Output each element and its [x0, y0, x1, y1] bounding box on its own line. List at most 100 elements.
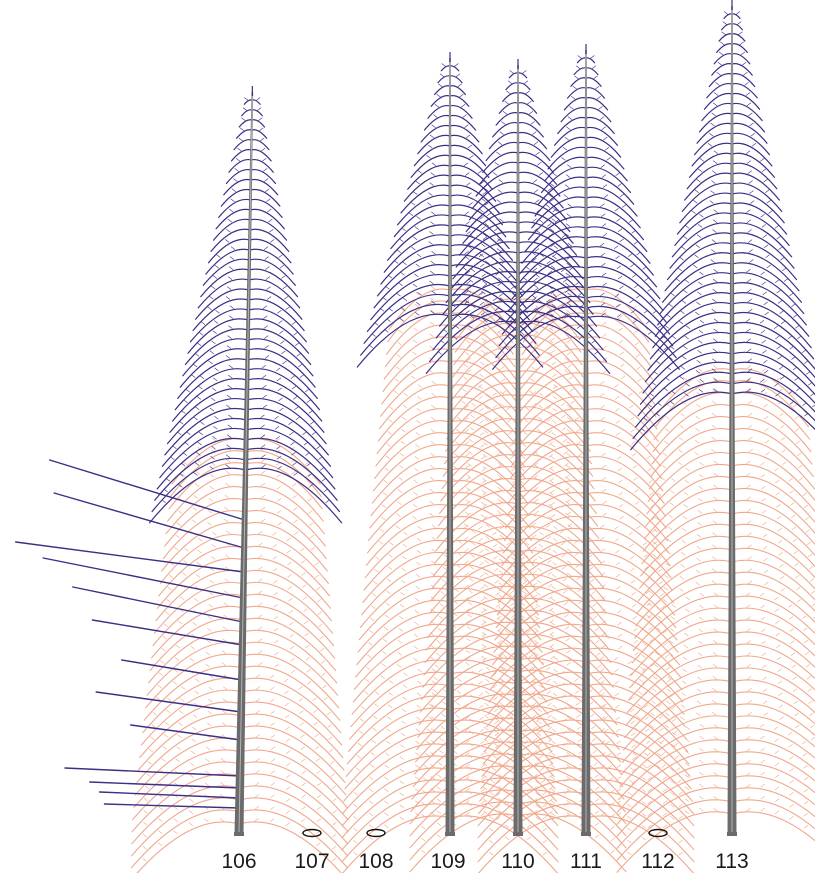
- lower-branch-twig: [811, 736, 815, 741]
- lower-branch-twig: [807, 553, 813, 558]
- lower-branch: [449, 611, 544, 666]
- lower-branch-twig: [763, 404, 768, 408]
- upper-branch: [370, 274, 451, 321]
- lower-branch-twig: [309, 534, 315, 539]
- upper-branch-twig: [522, 70, 527, 74]
- lower-branch-twig: [601, 476, 607, 481]
- upper-branch-twig: [371, 333, 376, 337]
- lower-branch-twig: [660, 477, 666, 481]
- lower-branch: [244, 486, 325, 535]
- lower-branch-twig: [399, 768, 404, 773]
- lower-branch-twig: [631, 591, 636, 596]
- lower-branch-twig: [748, 448, 753, 453]
- lower-branch-twig: [712, 544, 717, 548]
- lower-branch-twig: [482, 798, 488, 803]
- upper-branch-twig: [382, 296, 387, 301]
- upper-branch-twig: [696, 179, 701, 183]
- lower-branch-twig: [483, 738, 488, 743]
- upper-branch-twig: [761, 168, 767, 173]
- lower-branch-twig: [538, 543, 543, 548]
- lower-branch-twig: [290, 657, 295, 662]
- lower-branch-twig: [712, 364, 718, 369]
- lower-branch-twig: [746, 604, 751, 608]
- lower-branch-twig: [610, 837, 615, 842]
- upper-branch: [449, 144, 487, 167]
- upper-branch-twig: [227, 384, 232, 389]
- upper-branch: [169, 388, 248, 433]
- lower-branch-twig: [747, 556, 752, 560]
- upper-branch-twig: [787, 335, 793, 339]
- lower-branch-twig: [384, 824, 389, 829]
- lower-branch-twig: [258, 650, 263, 654]
- upper-branch-twig: [482, 283, 488, 288]
- upper-branch: [449, 283, 534, 332]
- lower-branch-twig: [550, 776, 556, 781]
- lower-branch-twig: [647, 776, 652, 781]
- lower-branch-twig: [386, 578, 392, 582]
- upper-branch-twig: [632, 274, 637, 278]
- lower-branch-twig: [465, 499, 470, 503]
- lower-branch: [585, 791, 695, 851]
- upper-branch-twig: [693, 199, 698, 204]
- lower-branch: [517, 537, 605, 589]
- upper-branch-twig: [699, 214, 704, 218]
- lower-branch-twig: [569, 388, 574, 393]
- lower-branch-twig: [464, 428, 470, 433]
- lower-branch-twig: [600, 393, 605, 397]
- upper-branch-twig: [675, 278, 681, 282]
- upper-branch: [731, 182, 783, 212]
- upper-branch-twig: [768, 210, 773, 214]
- upper-branch-twig: [193, 416, 198, 421]
- upper-branch-twig: [774, 225, 779, 229]
- lower-branch-twig: [258, 626, 263, 630]
- upper-branch-twig: [499, 297, 504, 302]
- lower-branch-twig: [662, 824, 668, 828]
- lower-branch: [349, 683, 451, 740]
- lower-branch-twig: [316, 806, 322, 810]
- upper-branch-twig: [714, 92, 719, 96]
- upper-branch-twig: [744, 82, 749, 86]
- lower-branch-twig: [173, 669, 179, 673]
- upper-branch: [652, 302, 733, 349]
- lower-branch: [731, 751, 815, 782]
- lower-branch-twig: [353, 803, 358, 808]
- upper-branch-twig: [478, 292, 483, 296]
- upper-branch: [248, 278, 301, 309]
- lower-branch: [243, 534, 329, 584]
- upper-branch-twig: [428, 144, 433, 149]
- lower-branch-twig: [565, 487, 570, 491]
- lower-branch-twig: [655, 789, 661, 793]
- lower-branch-twig: [566, 417, 572, 421]
- upper-branch-twig: [270, 239, 275, 243]
- lower-branch: [731, 799, 815, 830]
- lower-branch-twig: [533, 342, 538, 346]
- lower-branch-twig: [511, 467, 516, 472]
- lower-branch: [364, 527, 451, 579]
- lower-branch-twig: [205, 746, 211, 751]
- upper-branch: [250, 178, 279, 196]
- lower-branch-twig: [699, 795, 704, 800]
- upper-branch-twig: [483, 187, 489, 192]
- lower-branch-twig: [464, 548, 469, 553]
- lower-branch-twig: [668, 652, 674, 656]
- lower-branch-twig: [683, 644, 688, 649]
- lower-branch-twig: [565, 512, 570, 517]
- lower-branch-twig: [808, 700, 813, 704]
- lower-branch: [451, 346, 519, 390]
- lower-branch-twig: [316, 599, 322, 603]
- upper-branch-twig: [457, 83, 462, 88]
- upper-branch-twig: [577, 55, 582, 59]
- lower-branch-twig: [209, 674, 214, 679]
- lower-branch-twig: [456, 564, 461, 568]
- lower-branch-twig: [394, 378, 400, 382]
- upper-branch: [517, 141, 551, 162]
- upper-branch: [517, 121, 544, 138]
- lower-branch-twig: [665, 700, 671, 705]
- lower-branch-twig: [303, 620, 309, 625]
- lower-branch-twig: [411, 375, 416, 380]
- lower-branch: [448, 370, 519, 415]
- upper-branch-twig: [261, 464, 266, 468]
- lower-branch-twig: [470, 414, 475, 419]
- upper-branch-twig: [170, 456, 175, 460]
- lower-branch-twig: [647, 602, 653, 607]
